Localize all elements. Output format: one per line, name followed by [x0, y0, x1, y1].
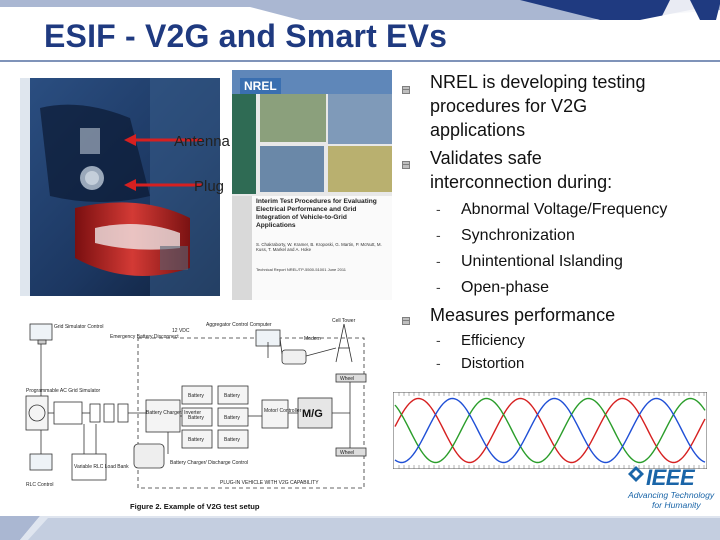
- dash-icon: -: [436, 253, 441, 269]
- title-divider: [0, 60, 720, 62]
- schem-emergency: Emergency Battery Disconnect: [110, 334, 179, 340]
- dash-icon: -: [436, 279, 441, 295]
- sub-item: Unintentional Islanding: [461, 253, 623, 270]
- schem-motor: Motor/ Controller: [264, 408, 302, 414]
- report-meta: Technical Report NREL/TP-5500-51001 June…: [256, 267, 346, 272]
- top-band: [0, 0, 720, 20]
- schem-vdc: 12 VDC: [172, 328, 190, 334]
- schem-aggregator: Aggregator Control Computer: [206, 322, 272, 328]
- schem-battery-6: Battery: [224, 437, 240, 443]
- antenna-label: Antenna: [174, 133, 230, 150]
- schem-grid-sim: Grid Simulator Control: [54, 324, 103, 330]
- schem-wheel-1: Wheel: [340, 376, 354, 382]
- waveform-phase-line: [394, 397, 706, 464]
- schem-rlc-bank: Variable RLC Load Bank: [74, 464, 129, 470]
- report-title: Interim Test Procedures for Evaluating E…: [256, 198, 377, 229]
- page-title: ESIF - V2G and Smart EVs: [44, 18, 448, 54]
- bullet-line: applications: [430, 120, 526, 140]
- plug-label: Plug: [194, 178, 225, 195]
- schem-wheel-2: Wheel: [340, 450, 354, 456]
- bullet-line: procedures for V2G: [430, 96, 588, 116]
- schem-battery-4: Battery: [224, 415, 240, 421]
- ieee-wordmark: IEEE: [646, 465, 695, 490]
- schem-battery-5: Battery: [188, 437, 204, 443]
- sub-item: Abnormal Voltage/Frequency: [461, 201, 668, 218]
- schem-vehicle-label: PLUG-IN VEHICLE WITH V2G CAPABILITY: [220, 480, 319, 486]
- car-photo: [20, 78, 220, 296]
- waveform-phase-line: [394, 397, 706, 464]
- figure-caption: Figure 2. Example of V2G test setup: [130, 502, 260, 511]
- schem-battery-2: Battery: [224, 393, 240, 399]
- photo-callout-arrows: [124, 134, 202, 191]
- dash-icon: -: [436, 355, 441, 371]
- sub-item: Efficiency: [461, 332, 525, 349]
- schem-battery-1: Battery: [188, 393, 204, 399]
- report-authors: S. Chakraborty, W. Kramer, B. Kroposki, …: [256, 242, 382, 253]
- schem-rlc-control: RLC Control: [26, 482, 54, 488]
- report-cover: NREL Interim Test Procedures for Evaluat…: [232, 70, 392, 300]
- schem-prog-ac: Programmable AC Grid Simulator: [26, 388, 101, 394]
- bullet-item: Measures performance: [430, 303, 615, 327]
- bullet-square-icon: [402, 81, 410, 94]
- bullet-square-icon: [402, 156, 410, 169]
- ieee-logo: [628, 466, 644, 482]
- bullet-line: Validates safe: [430, 148, 542, 168]
- sub-list: Abnormal Voltage/Frequency Synchronizati…: [461, 197, 667, 301]
- v2g-test-schematic: Grid Simulator Control Programmable AC G…: [20, 318, 380, 516]
- bullet-line: NREL is developing testing: [430, 72, 646, 92]
- ieee-tagline: for Humanity: [652, 500, 701, 510]
- waveform-phase-line: [394, 397, 706, 464]
- bullet-square-icon: [402, 312, 410, 325]
- ieee-tagline: Advancing Technology: [628, 490, 715, 500]
- dash-icon: -: [436, 227, 441, 243]
- bullet-line: Measures performance: [430, 305, 616, 325]
- sub-list: Efficiency Distortion: [461, 329, 525, 375]
- dash-icon: -: [436, 201, 441, 217]
- schem-mg: M/G: [302, 408, 323, 420]
- sub-item: Synchronization: [461, 227, 575, 244]
- sub-item: Distortion: [461, 355, 525, 372]
- schem-cell-tower: Cell Tower: [332, 318, 356, 324]
- schem-battery-3: Battery: [188, 415, 204, 421]
- nrel-logo: NREL: [240, 78, 281, 94]
- dash-icon: -: [436, 332, 441, 348]
- schem-modem: Modem: [304, 336, 321, 342]
- bullet-item: Validates safe interconnection during:: [430, 146, 612, 194]
- sub-item: Open-phase: [461, 279, 550, 296]
- waveform-plot: [393, 392, 707, 469]
- bullet-item: NREL is developing testing procedures fo…: [430, 70, 645, 142]
- bottom-band: [0, 516, 720, 540]
- schem-charger-ctrl: Battery Charger/ Discharge Control: [170, 460, 248, 466]
- schem-charger: Battery Charger/ Inverter: [146, 410, 201, 416]
- bullet-line: interconnection during:: [430, 172, 613, 192]
